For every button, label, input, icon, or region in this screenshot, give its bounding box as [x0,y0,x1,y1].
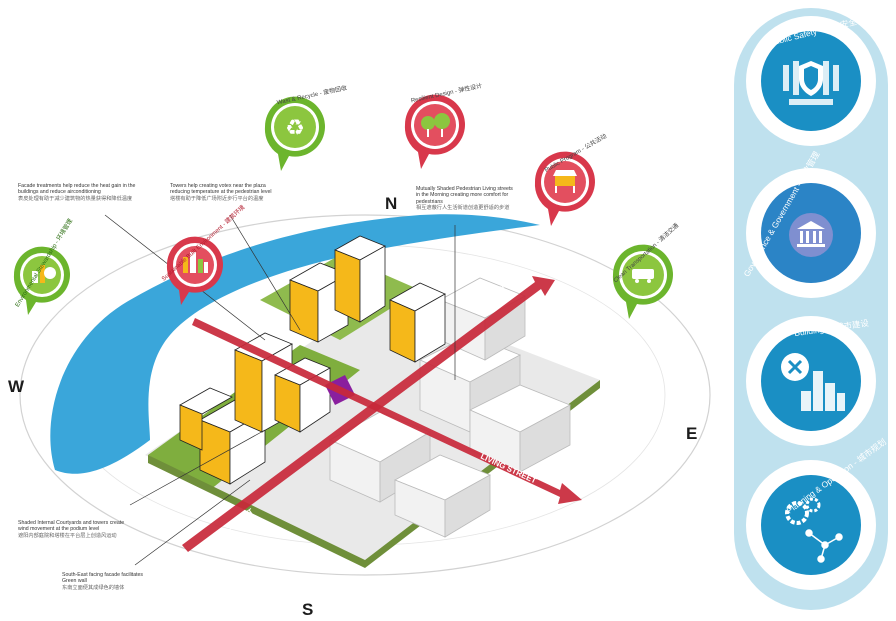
annotation-courtyards: Shaded Internal Courtyards and towers cr… [18,520,125,539]
badge-public-program [534,151,595,226]
urban-design-diagram: LIVING STREET LIVING STREET LIVING STREE… [13,94,711,576]
government-building-icon [789,213,833,257]
leaf-city-icon [32,265,56,283]
compass-south: S [302,600,314,619]
tools-icon [781,353,845,411]
compass-west: W [8,377,25,396]
buildings-disc [761,331,861,431]
governance-disc [761,183,861,283]
badge-resilient-design [404,94,465,169]
side-item-planning: Planning & Operation - 城市规划 [746,437,888,590]
badge-sustainable-built-environment [166,236,223,305]
badge-environmental-stewardship [13,246,70,315]
shield-icon [783,61,839,105]
badge-waste-recycle: ♻ [264,96,325,171]
market-stall-icon [553,170,577,193]
annotation-shaded-living-streets: Mutually Shaded Pedestrian Living street… [416,186,513,212]
annotation-towers: Towers help creating votex near the plaz… [170,183,272,202]
smart-city-side-panel: Public Safety - 公众安全 Governance & Govern… [734,8,888,610]
planning-disc [761,475,861,575]
city-skyline-icon [183,252,208,273]
badge-clean-transportation [612,244,673,319]
annotation-facade: Facade treatments help reduce the heat g… [18,183,136,202]
public-safety-disc [761,31,861,131]
living-street-arrows [182,276,582,552]
side-item-public-safety: Public Safety - 公众安全 [746,16,876,146]
tram-icon [632,269,654,283]
annotation-southeast-facade: South-East facing facade facilitates Gre… [62,572,144,591]
side-item-governance: Governance & Government - 行政管理 [741,150,876,298]
white-block-cluster [329,277,571,538]
compass-ellipse [19,214,711,576]
tree-icon [421,113,450,137]
compass-east: E [686,424,698,443]
compass-north: N [385,194,398,213]
gears-network-icon [785,497,843,563]
side-item-buildings: Buildings - 城市建设 [746,316,876,446]
recycle-icon: ♻ [285,115,305,140]
